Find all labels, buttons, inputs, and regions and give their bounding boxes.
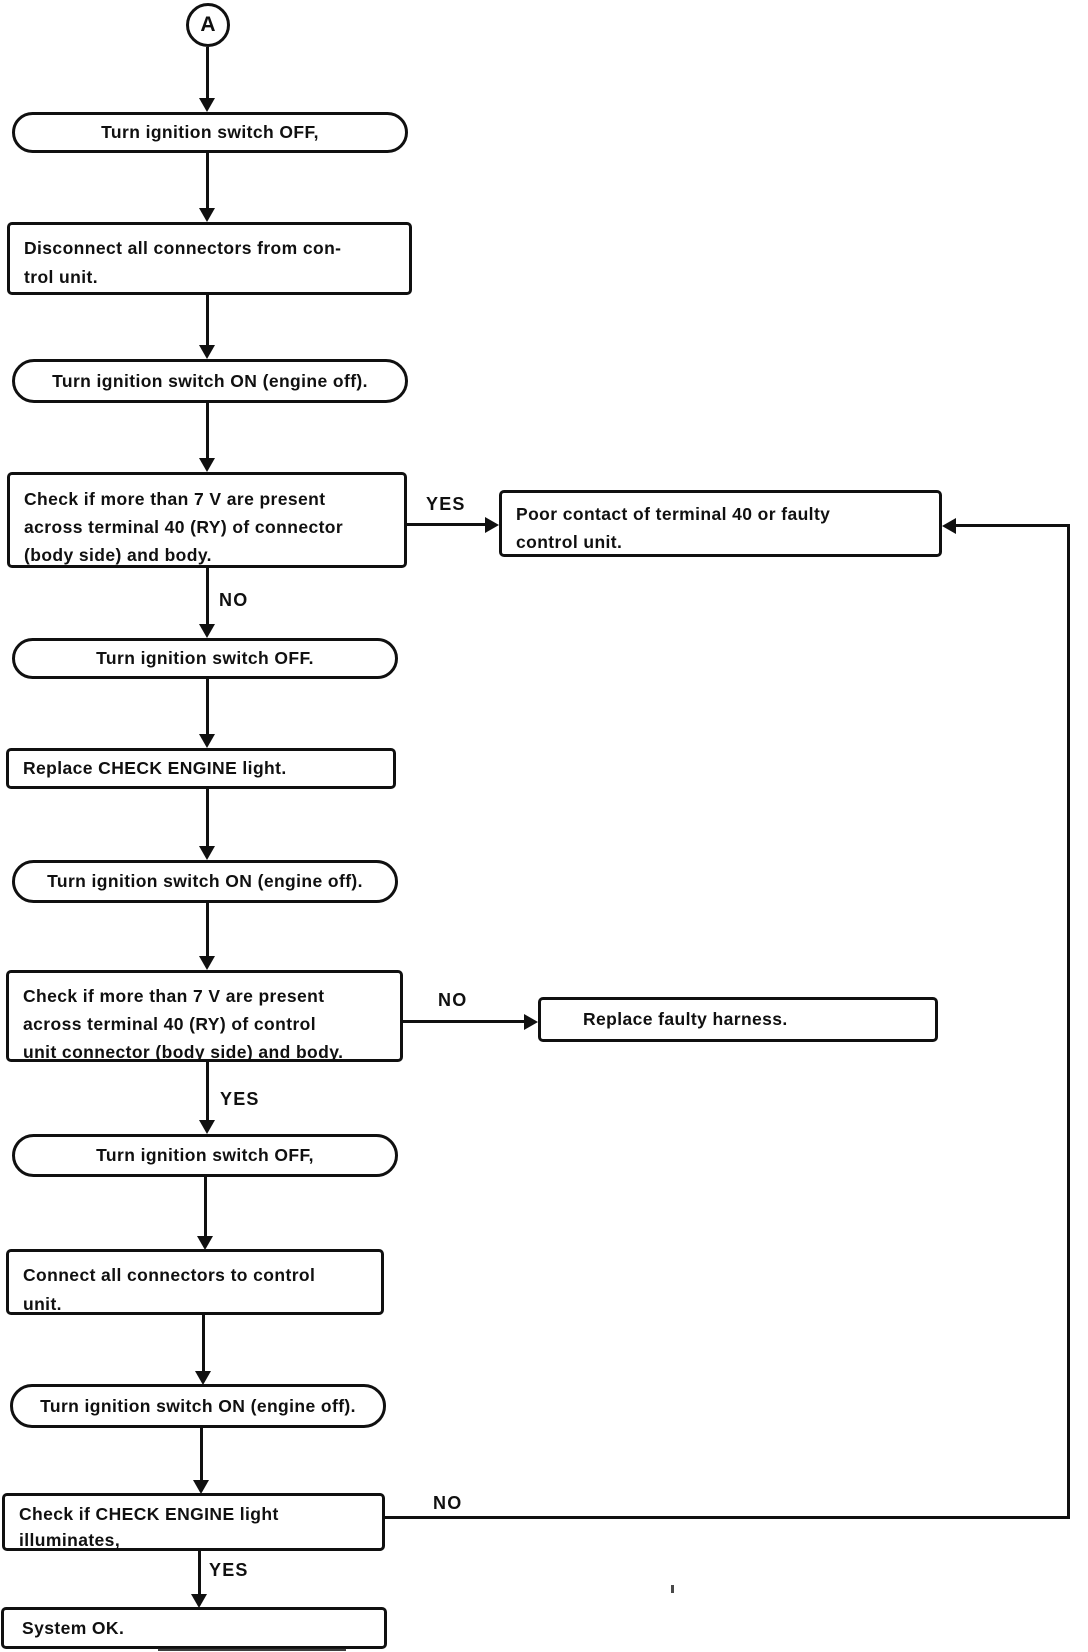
decision-check-voltage-control-unit: Check if more than 7 V are present acros… bbox=[6, 970, 403, 1062]
connector-a-label: A bbox=[200, 13, 216, 36]
node-label: Turn ignition switch OFF. bbox=[96, 648, 314, 668]
flow-line bbox=[206, 153, 209, 209]
flow-line bbox=[200, 1428, 203, 1481]
arrowhead-down-icon bbox=[199, 734, 215, 748]
flow-line bbox=[206, 568, 209, 625]
flow-line bbox=[206, 403, 209, 459]
terminator-ignition-on-1: Turn ignition switch ON (engine off). bbox=[12, 359, 408, 403]
arrowhead-down-icon bbox=[197, 1236, 213, 1250]
flow-line bbox=[206, 47, 209, 100]
process-disconnect-connectors: Disconnect all connectors from con- trol… bbox=[7, 222, 412, 295]
branch-label-check1-no: NO bbox=[219, 590, 249, 610]
terminator-ignition-off-2: Turn ignition switch OFF. bbox=[12, 638, 398, 679]
arrowhead-right-icon bbox=[485, 517, 499, 533]
branch-label-check3-yes: YES bbox=[209, 1560, 249, 1580]
node-label: Replace CHECK ENGINE light. bbox=[23, 758, 287, 778]
flow-line bbox=[206, 679, 209, 735]
branch-label-check3-no: NO bbox=[433, 1493, 463, 1513]
scan-artifact bbox=[671, 1585, 674, 1593]
process-connect-connectors: Connect all connectors to control unit. bbox=[6, 1249, 384, 1315]
connector-a: A bbox=[186, 3, 230, 47]
arrowhead-down-icon bbox=[195, 1371, 211, 1385]
decision-check-engine-light: Check if CHECK ENGINE light illuminates, bbox=[2, 1493, 385, 1551]
arrowhead-down-icon bbox=[191, 1594, 207, 1608]
arrowhead-down-icon bbox=[199, 458, 215, 472]
arrowhead-right-icon bbox=[524, 1014, 538, 1030]
node-label: Check if CHECK ENGINE light illuminates, bbox=[19, 1504, 279, 1550]
flow-line bbox=[206, 789, 209, 847]
process-replace-check-engine-light: Replace CHECK ENGINE light. bbox=[6, 748, 396, 789]
node-label: Turn ignition switch ON (engine off). bbox=[47, 871, 363, 891]
terminator-ignition-off-1: Turn ignition switch OFF, bbox=[12, 112, 408, 153]
flow-line bbox=[1067, 524, 1070, 1519]
node-label: Check if more than 7 V are present acros… bbox=[24, 489, 344, 565]
flow-line bbox=[202, 1315, 205, 1372]
terminator-ignition-off-3: Turn ignition switch OFF, bbox=[12, 1134, 398, 1177]
flow-line bbox=[206, 1062, 209, 1121]
branch-label-check2-yes: YES bbox=[220, 1089, 260, 1109]
flow-line bbox=[206, 295, 209, 346]
arrowhead-down-icon bbox=[199, 956, 215, 970]
arrowhead-down-icon bbox=[199, 345, 215, 359]
scan-artifact bbox=[158, 1648, 346, 1651]
flow-line bbox=[403, 1020, 526, 1023]
arrowhead-down-icon bbox=[199, 98, 215, 112]
arrowhead-down-icon bbox=[199, 1120, 215, 1134]
result-replace-faulty-harness: Replace faulty harness. bbox=[538, 997, 938, 1042]
node-label: System OK. bbox=[22, 1617, 125, 1638]
arrowhead-down-icon bbox=[199, 624, 215, 638]
flow-line bbox=[204, 1177, 207, 1237]
flow-line bbox=[407, 523, 487, 526]
arrowhead-left-icon bbox=[942, 518, 956, 534]
node-label: Disconnect all connectors from con- trol… bbox=[24, 238, 342, 287]
result-system-ok: System OK. bbox=[1, 1607, 387, 1649]
decision-check-voltage-connector: Check if more than 7 V are present acros… bbox=[7, 472, 407, 568]
arrowhead-down-icon bbox=[199, 208, 215, 222]
node-label: Turn ignition switch ON (engine off). bbox=[52, 370, 368, 391]
terminator-ignition-on-3: Turn ignition switch ON (engine off). bbox=[10, 1384, 386, 1428]
node-label: Connect all connectors to control unit. bbox=[23, 1265, 316, 1314]
branch-label-check1-yes: YES bbox=[426, 494, 466, 514]
node-label: Turn ignition switch ON (engine off). bbox=[40, 1395, 356, 1416]
arrowhead-down-icon bbox=[199, 846, 215, 860]
node-label: Replace faulty harness. bbox=[583, 1009, 788, 1029]
branch-label-check2-no: NO bbox=[438, 990, 468, 1010]
flow-line bbox=[954, 524, 1070, 527]
arrowhead-down-icon bbox=[193, 1480, 209, 1494]
node-label: Check if more than 7 V are present acros… bbox=[23, 986, 344, 1062]
flow-line bbox=[198, 1551, 201, 1595]
flow-line bbox=[206, 903, 209, 957]
node-label: Turn ignition switch OFF, bbox=[101, 122, 319, 142]
result-poor-contact: Poor contact of terminal 40 or faulty co… bbox=[499, 490, 942, 557]
terminator-ignition-on-2: Turn ignition switch ON (engine off). bbox=[12, 860, 398, 903]
node-label: Turn ignition switch OFF, bbox=[96, 1145, 314, 1165]
node-label: Poor contact of terminal 40 or faulty co… bbox=[516, 504, 831, 552]
flow-line bbox=[385, 1516, 1070, 1519]
